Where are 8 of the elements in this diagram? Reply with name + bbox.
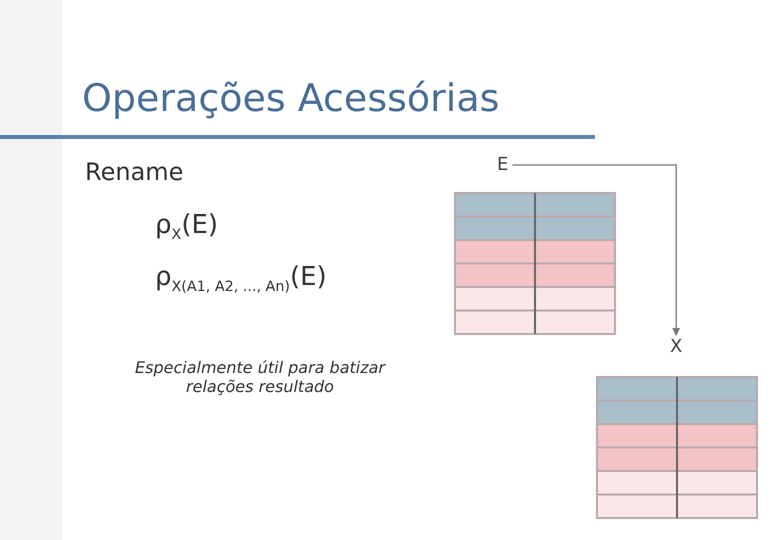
section-heading: Rename xyxy=(85,158,184,186)
relation-name: E xyxy=(497,155,508,175)
slide-title: Operações Acessórias xyxy=(82,76,500,120)
relation-name: X xyxy=(670,337,682,357)
note-text: Especialmente útil para batizar relações resultado xyxy=(134,358,387,396)
formula: ρ$_{X(A1, A2, ..., An)}$(E) xyxy=(155,262,328,296)
formula: ρ$_{X}$(E) xyxy=(155,210,220,244)
arrow xyxy=(512,164,680,336)
